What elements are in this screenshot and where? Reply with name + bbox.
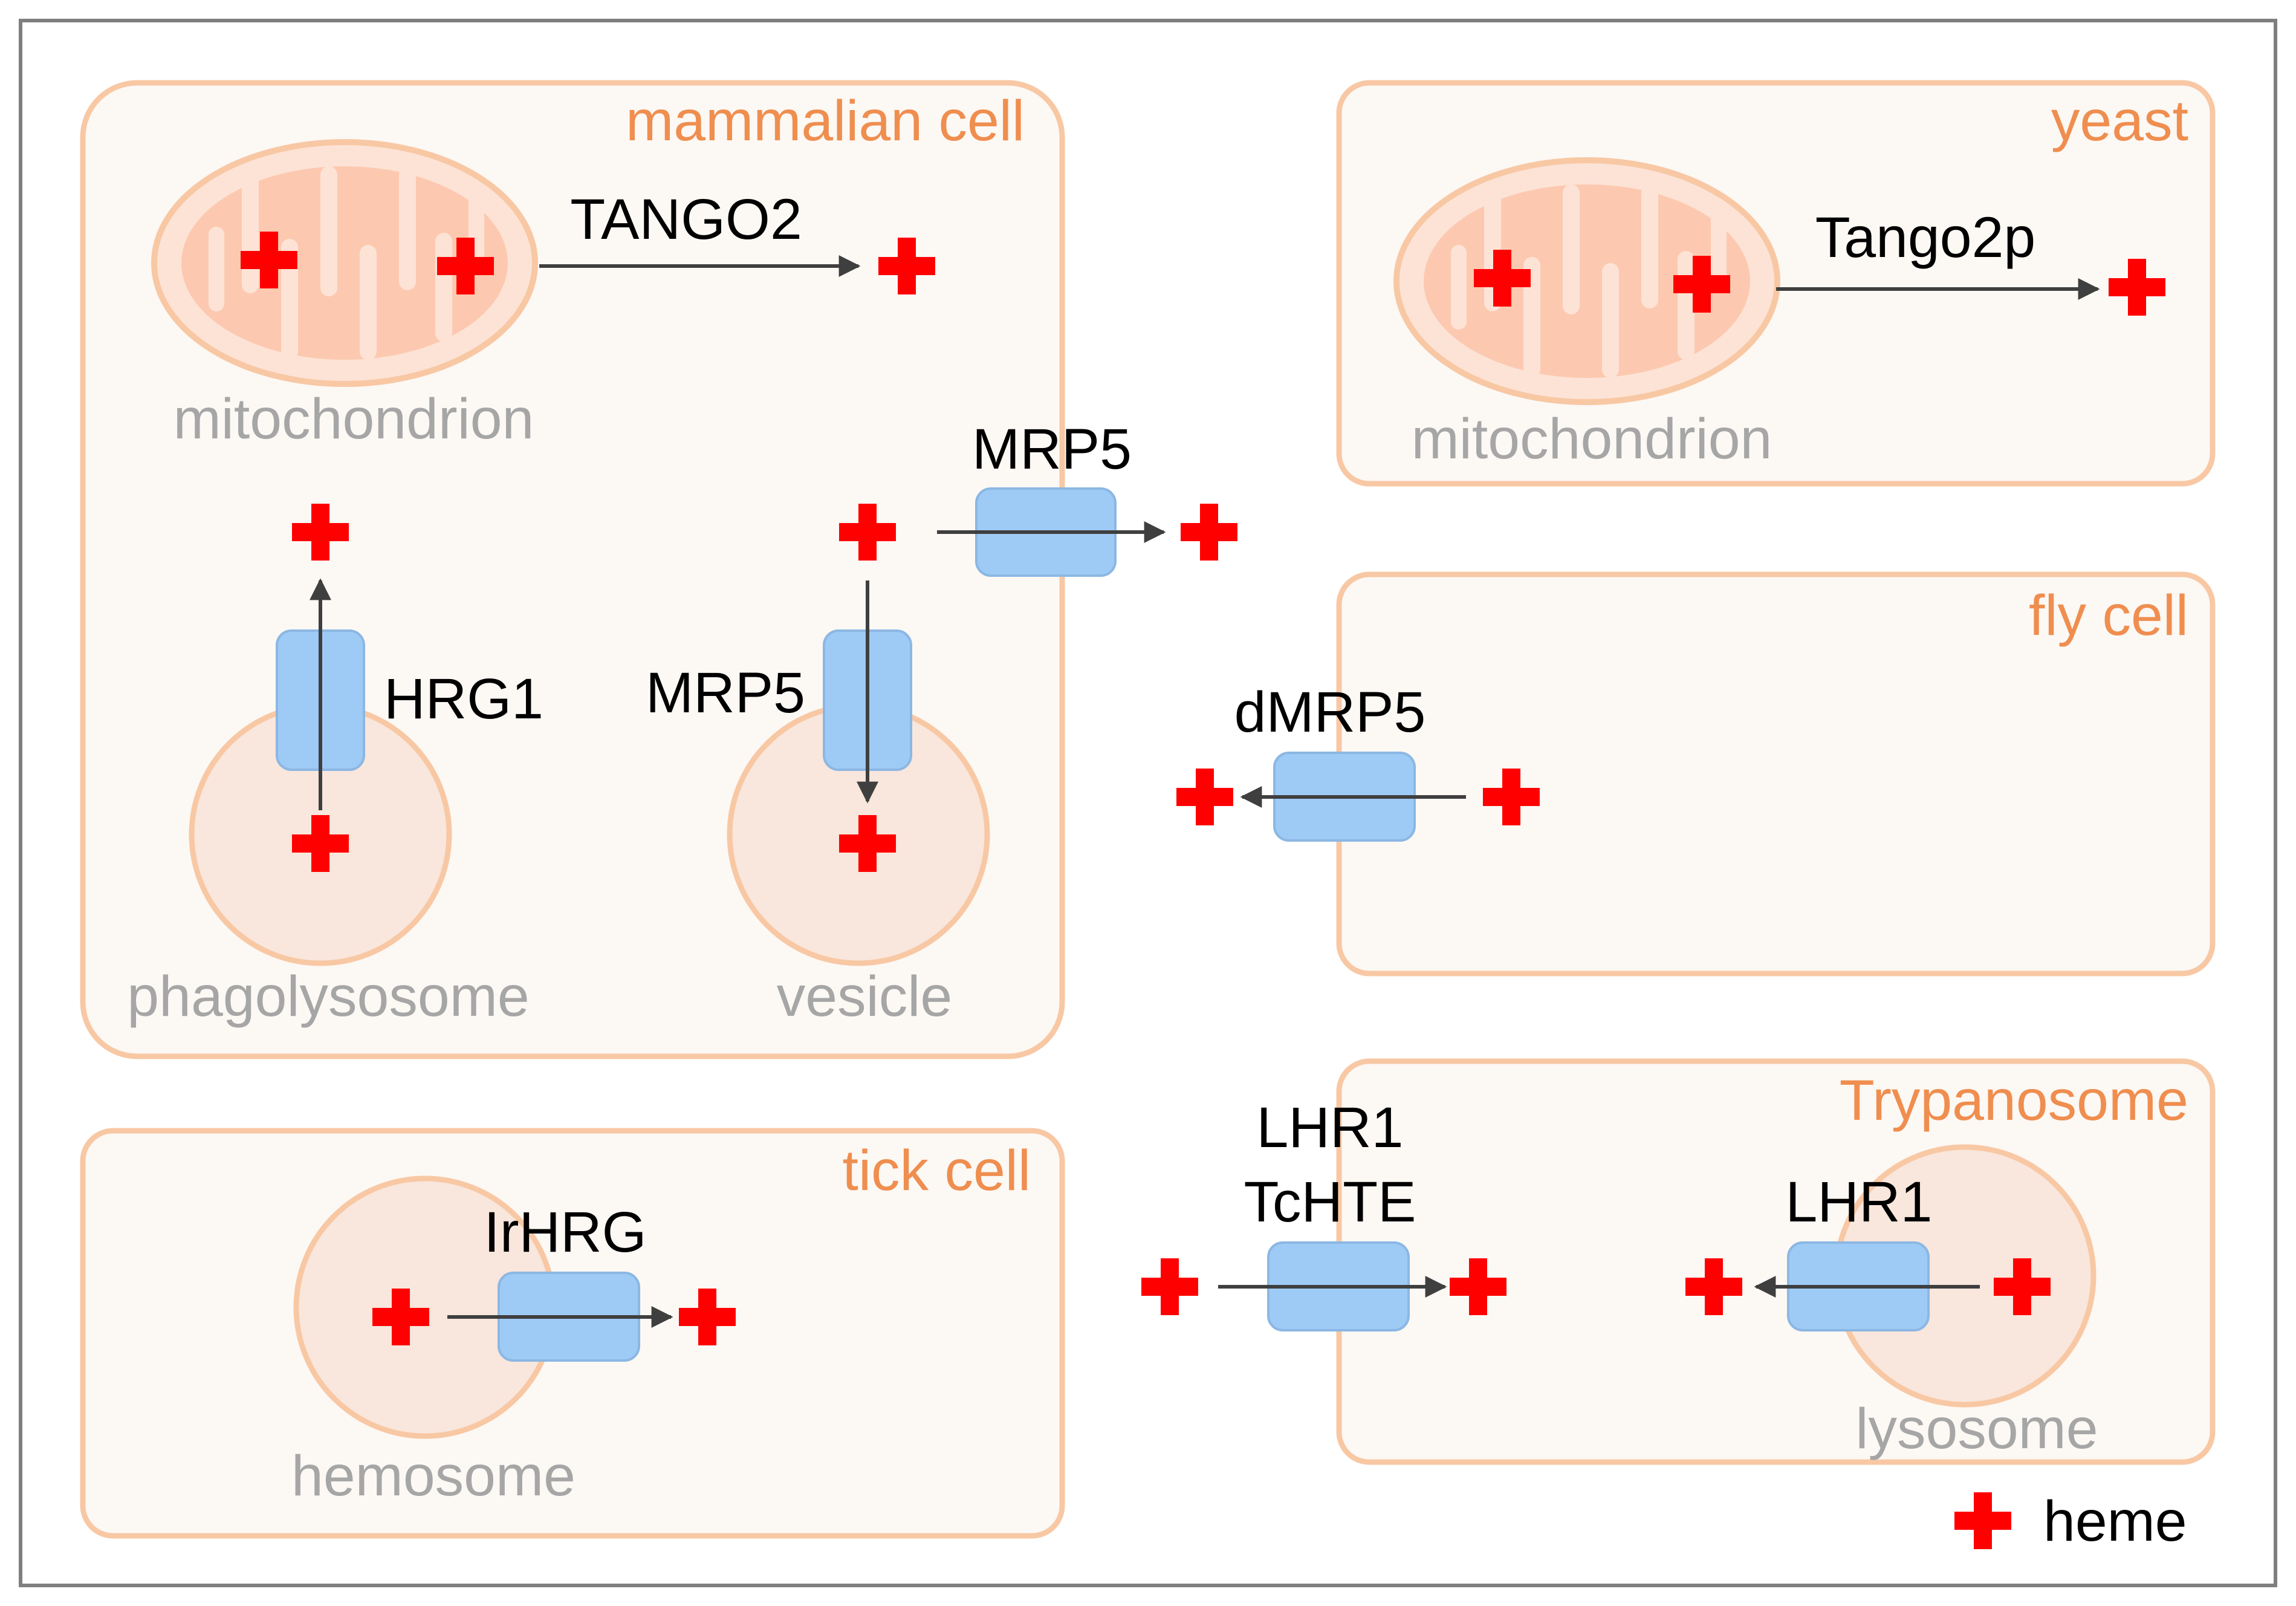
yeast-panel: yeast mitochondrion Tango2p	[1336, 80, 2216, 487]
tchte-label: TcHTE	[1244, 1170, 1416, 1234]
lhr1-plasma-label: LHR1	[1257, 1096, 1404, 1160]
yeast-label: yeast	[2051, 89, 2188, 153]
irhrg-label: IrHRG	[484, 1200, 646, 1264]
mrp5-plasma-label: MRP5	[972, 417, 1132, 481]
lhr1-lysosome-label: LHR1	[1786, 1170, 1933, 1234]
trypanosome-panel: Trypanosome LHR1 lysosome	[1336, 1058, 2216, 1465]
phagolysosome-label: phagolysosome	[127, 964, 529, 1029]
lhr1-tchte-import: LHR1 TcHTE	[1141, 1096, 1506, 1331]
tango2-label: TANGO2	[570, 187, 802, 252]
mammalian-mitochondrion-label: mitochondrion	[173, 387, 534, 451]
mrp5-vesicle-label: MRP5	[646, 661, 805, 725]
fly-cell-panel: fly cell	[1336, 571, 2216, 977]
dmrp5-label: dMRP5	[1234, 680, 1426, 744]
lysosome-label: lysosome	[1855, 1397, 2098, 1461]
hemosome-label: hemosome	[291, 1444, 576, 1508]
mammalian-cell-label: mammalian cell	[626, 89, 1025, 153]
legend: heme	[1954, 1489, 2187, 1553]
heme-legend-label: heme	[2043, 1489, 2187, 1553]
trypanosome-label: Trypanosome	[1840, 1068, 2188, 1133]
tick-cell-label: tick cell	[843, 1139, 1031, 1203]
mrp5-plasma-export: MRP5	[937, 417, 1237, 577]
hrg1-label: HRG1	[384, 667, 543, 731]
tango2p-label: Tango2p	[1815, 206, 2036, 270]
yeast-mitochondrion-label: mitochondrion	[1412, 407, 1772, 471]
mammalian-cell-panel: mammalian cell mitochondrion TANGO2 HRG1…	[80, 80, 1065, 1059]
fly-cell-label: fly cell	[2029, 584, 2188, 648]
dmrp5-import: dMRP5	[1176, 680, 1540, 842]
tick-cell-panel: tick cell IrHRG hemosome	[80, 1128, 1065, 1539]
vesicle-label: vesicle	[777, 964, 952, 1029]
